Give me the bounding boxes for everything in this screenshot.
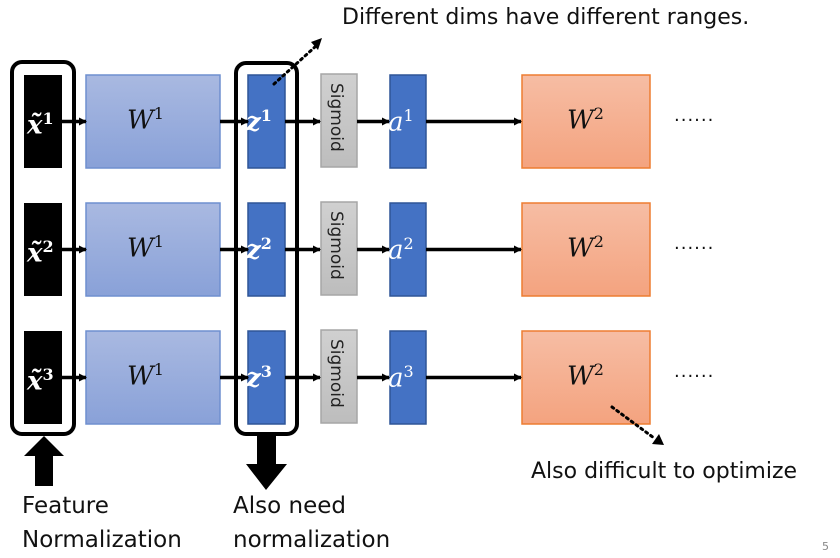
w2-box <box>521 202 651 297</box>
a-box <box>389 74 427 169</box>
input-label: x̃2 <box>27 233 54 268</box>
a-label: a3 <box>388 358 414 393</box>
sigmoid-label: Sigmoid <box>326 338 346 408</box>
a-label: a1 <box>388 102 414 137</box>
w1-label: W1 <box>127 100 164 135</box>
a-box <box>389 330 427 425</box>
input-label-superscript: 2 <box>42 236 54 256</box>
w1-box <box>85 74 221 169</box>
input-label: x̃1 <box>27 105 54 140</box>
w2-label-superscript: 2 <box>593 231 604 251</box>
a-label-base: a <box>388 363 404 394</box>
input-label-base: x̃ <box>27 110 43 141</box>
w2-label-superscript: 2 <box>593 103 604 123</box>
z-label-superscript: 3 <box>260 361 272 381</box>
continuation-ellipsis: ...... <box>674 360 715 382</box>
continuation-ellipsis: ...... <box>674 104 715 126</box>
input-group-outline <box>10 60 76 436</box>
z-box <box>247 74 286 169</box>
z-label-base: z <box>246 363 261 394</box>
also-need-normalization-arrow-icon <box>246 436 287 490</box>
z-box <box>247 202 286 297</box>
label-normalization: Normalization <box>22 527 182 553</box>
dotted-pointer-top <box>272 44 318 86</box>
z-label-superscript: 1 <box>260 105 272 125</box>
w2-box <box>521 74 651 169</box>
a-label-base: a <box>388 107 404 138</box>
w2-label-base: W <box>567 233 594 264</box>
z-label-base: z <box>246 107 261 138</box>
input-label-base: x̃ <box>27 238 43 269</box>
z-label: z2 <box>246 230 272 265</box>
input-box <box>24 203 62 296</box>
w1-label-superscript: 1 <box>153 103 164 123</box>
continuation-ellipsis: ...... <box>674 232 715 254</box>
label-also-need: Also need <box>233 493 346 519</box>
label-normalization-lower: normalization <box>233 527 391 553</box>
w1-box <box>85 202 221 297</box>
input-box <box>24 75 62 168</box>
z-group-outline <box>234 61 299 436</box>
w2-box <box>521 330 651 425</box>
w1-box <box>85 330 221 425</box>
z-label-base: z <box>246 235 261 266</box>
sigmoid-label: Sigmoid <box>326 82 346 152</box>
annotation-different-ranges: Different dims have different ranges. <box>342 5 750 30</box>
w2-label-superscript: 2 <box>593 359 604 379</box>
w2-label-base: W <box>567 361 594 392</box>
input-label-superscript: 1 <box>42 108 54 128</box>
page-number: 5 <box>822 540 829 553</box>
w2-label: W2 <box>567 100 604 135</box>
a-box <box>389 202 427 297</box>
dotted-pointer-top-arrowhead-icon <box>311 38 322 50</box>
w1-label: W1 <box>127 228 164 263</box>
input-box <box>24 331 62 424</box>
input-label-base: x̃ <box>27 366 43 397</box>
a-label-superscript: 2 <box>403 233 414 253</box>
z-label-superscript: 2 <box>260 233 272 253</box>
sigmoid-label: Sigmoid <box>326 210 346 280</box>
w1-label: W1 <box>127 356 164 391</box>
w2-label-base: W <box>567 105 594 136</box>
sigmoid-box <box>320 73 358 168</box>
w1-label-base: W <box>127 233 154 264</box>
a-label-superscript: 3 <box>403 361 414 381</box>
w1-label-superscript: 1 <box>153 359 164 379</box>
input-label-superscript: 3 <box>42 364 54 384</box>
a-label-base: a <box>388 235 404 266</box>
w2-label: W2 <box>567 356 604 391</box>
w1-label-superscript: 1 <box>153 231 164 251</box>
w2-label: W2 <box>567 228 604 263</box>
feature-normalization-arrow-icon <box>24 436 64 486</box>
annotation-difficult-optimize: Also difficult to optimize <box>531 459 798 484</box>
w1-label-base: W <box>127 105 154 136</box>
input-label: x̃3 <box>27 361 54 396</box>
z-label: z1 <box>246 102 272 137</box>
z-label: z3 <box>246 358 272 393</box>
w1-label-base: W <box>127 361 154 392</box>
dotted-pointer-bottom-arrowhead-icon <box>652 434 664 445</box>
dotted-pointer-bottom <box>610 405 656 440</box>
a-label-superscript: 1 <box>403 105 414 125</box>
label-feature: Feature <box>22 493 109 519</box>
a-label: a2 <box>388 230 414 265</box>
